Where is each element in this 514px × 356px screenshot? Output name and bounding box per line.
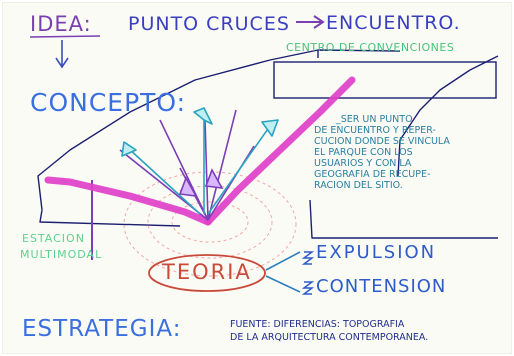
idea-underline (29, 35, 101, 38)
concept-note-line: CUCION DONDE SE VINCULA (314, 136, 450, 147)
concept-note-line: _SER UN PUNTO (336, 114, 413, 125)
teal-arrows (121, 107, 279, 215)
fuente-note-line: FUENTE: DIFERENCIAS: TOPOGRAFIA (230, 319, 405, 330)
magenta-path-right (204, 76, 356, 226)
concept-note: _SER UN PUNTO DE ENCUENTRO Y REPER- CUCI… (314, 114, 450, 191)
estrategia-label: ESTRATEGIA: (22, 316, 182, 342)
concept-note-line: DE ENCUENTRO Y REPER- (314, 125, 436, 136)
contension-glyph (301, 281, 315, 295)
magenta-path-left (44, 176, 212, 226)
encuentro-text: ENCUENTRO. (326, 12, 461, 34)
fuente-note-line: DE LA ARQUITECTURA CONTEMPORANEA. (230, 332, 429, 343)
contension-label: CONTENSION (316, 276, 447, 297)
teoria-label: TEORIA (162, 260, 252, 284)
site-outline (37, 49, 499, 239)
idea-label: IDEA: (30, 12, 92, 36)
concept-note-line: EL PARQUE CON LOS (314, 147, 413, 158)
teoria-branches (265, 251, 301, 293)
fuente-note: FUENTE: DIFERENCIAS: TOPOGRAFIA DE LA AR… (230, 318, 428, 344)
expulsion-label: EXPULSION (316, 242, 437, 263)
estacion-label-line1: ESTACION (22, 232, 85, 245)
purple-small-arrows (178, 168, 224, 197)
centro-rectangle (273, 61, 497, 99)
concept-note-line: GEOGRAFIA DE RECUPE- (314, 169, 431, 180)
punto-cruces-text: PUNTO CRUCES (128, 13, 290, 35)
radial-lines (119, 109, 255, 221)
expulsion-glyph (301, 251, 315, 265)
concept-note-line: RACION DEL SITIO. (314, 180, 403, 191)
concepto-label: CONCEPTO: (30, 88, 187, 117)
concept-note-line: USUARIOS Y CON LA (314, 158, 412, 169)
centro-label: CENTRO DE CONVENCIONES (286, 41, 455, 54)
idea-down-arrow (55, 40, 69, 69)
estacion-label-line2: MULTIMODAL (20, 248, 103, 261)
header-arrow (296, 15, 325, 29)
teoria-circle (148, 254, 266, 292)
